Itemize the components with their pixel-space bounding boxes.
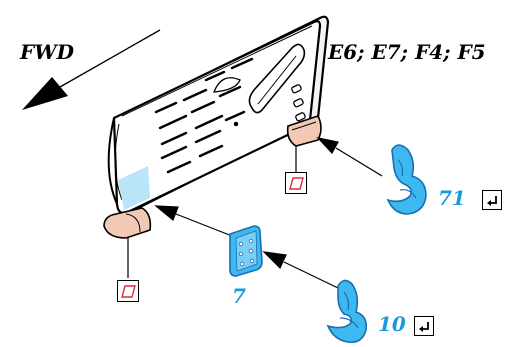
part-number-71: 71 [438, 186, 466, 210]
fwd-label: FWD [20, 40, 75, 64]
foot-right [286, 115, 322, 147]
fwd-arrow [22, 29, 161, 110]
leader-lines [127, 137, 383, 289]
part-number-10: 10 [378, 312, 406, 336]
panel-dome [213, 77, 241, 93]
part-7-bracket [229, 225, 263, 277]
effectivity-label: E6; E7; F4; F5 [328, 40, 486, 64]
panel [107, 15, 330, 215]
part-number-7: 7 [232, 284, 246, 308]
foot-left [103, 207, 152, 239]
parallelogram-warning-icon [285, 172, 307, 194]
part-10-hook [326, 279, 368, 344]
return-arrow-icon [482, 190, 502, 210]
parallelogram-warning-icon [117, 280, 139, 302]
panel-tint [118, 166, 150, 210]
return-arrow-icon [414, 316, 434, 336]
part-71-hook [386, 144, 427, 215]
panel-long-slot [248, 43, 306, 114]
panel-holes [233, 84, 306, 127]
panel-vents [154, 57, 254, 174]
